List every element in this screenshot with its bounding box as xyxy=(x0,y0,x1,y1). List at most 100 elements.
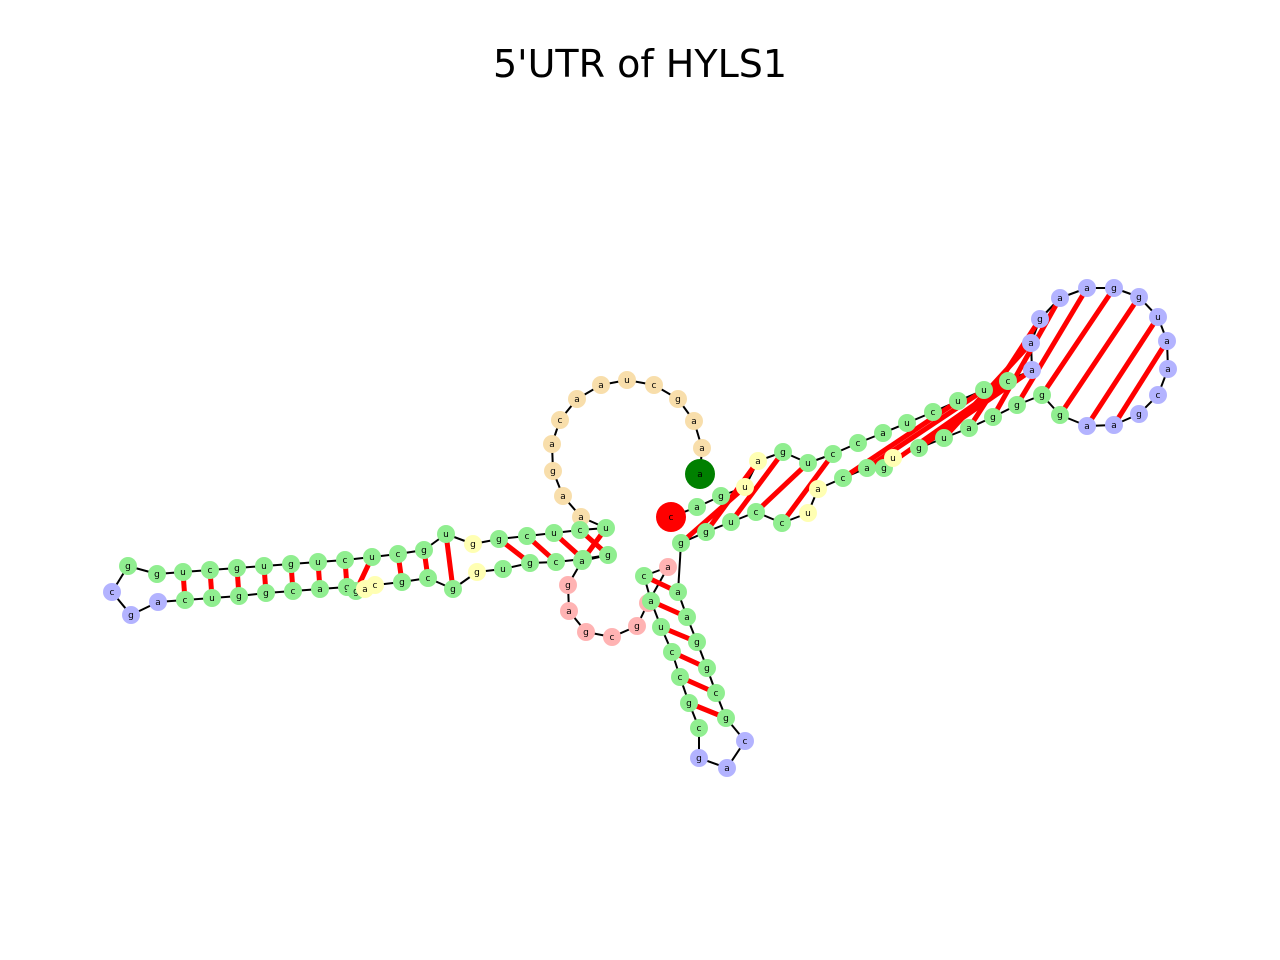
nucleotide-interior-loop xyxy=(809,480,827,498)
nucleotide-label: a xyxy=(1029,366,1035,376)
nucleotide-stem xyxy=(698,659,716,677)
nucleotide-stem xyxy=(201,561,219,579)
nucleotide-label: a xyxy=(966,424,972,434)
nucleotide-label: a xyxy=(697,470,703,480)
nucleotide-stem xyxy=(257,584,275,602)
nucleotide-label: c xyxy=(558,416,563,426)
nucleotide-stem xyxy=(518,527,536,545)
nucleotide-stem xyxy=(799,454,817,472)
nucleotide-label: c xyxy=(780,519,785,529)
nucleotide-stem xyxy=(389,545,407,563)
nucleotide-stem xyxy=(599,546,617,564)
nucleotide-stem xyxy=(671,668,689,686)
nucleotide-stem xyxy=(707,684,725,702)
nucleotide-stem xyxy=(975,381,993,399)
nucleotide-label: g xyxy=(550,467,556,477)
nucleotide-hairpin-loop xyxy=(1149,308,1167,326)
nucleotide-label: c xyxy=(652,381,657,391)
nucleotide-stem xyxy=(834,469,852,487)
nucleotide-label: a xyxy=(699,444,705,454)
base-pair-bond xyxy=(1111,339,1170,427)
nucleotide-hairpin-loop xyxy=(1051,289,1069,307)
nucleotide-label: a xyxy=(1057,294,1063,304)
nucleotide-label: a xyxy=(815,485,821,495)
nucleotide-label: u xyxy=(981,386,987,396)
nucleotide-stem xyxy=(924,403,942,421)
nucleotide-label: c xyxy=(678,673,683,683)
nucleotide-label: c xyxy=(554,558,559,568)
nucleotide-interior-loop xyxy=(464,535,482,553)
nucleotide-label: g xyxy=(694,638,700,648)
nucleotide-label: g xyxy=(421,546,427,556)
nucleotide-stem xyxy=(935,429,953,447)
nucleotide-label: g xyxy=(527,559,533,569)
nucleotide-label: g xyxy=(1111,284,1117,294)
nucleotide-label: g xyxy=(704,664,710,674)
nucleotide-three-prime-end xyxy=(656,502,686,532)
nucleotide-label: a xyxy=(1164,337,1170,347)
nucleotide-label: a xyxy=(694,503,700,513)
nucleotide-stem xyxy=(148,565,166,583)
nucleotide-hairpin-loop xyxy=(1149,386,1167,404)
nucleotide-label: g xyxy=(1039,391,1045,401)
nucleotide-stem xyxy=(444,580,462,598)
nucleotide-multiloop xyxy=(603,628,621,646)
nucleotide-stem xyxy=(415,541,433,559)
nucleotide-label: a xyxy=(549,440,555,450)
nucleotide-label: u xyxy=(805,459,811,469)
nucleotide-label: g xyxy=(1014,401,1020,411)
nucleotide-stem xyxy=(949,392,967,410)
nucleotide-label: g xyxy=(470,540,476,550)
nucleotide-label: a xyxy=(1084,422,1090,432)
nucleotide-exterior xyxy=(669,390,687,408)
nucleotide-label: c xyxy=(841,474,846,484)
nucleotide-hairpin-loop xyxy=(1031,310,1049,328)
nucleotide-hairpin-loop xyxy=(1158,332,1176,350)
nucleotide-stem xyxy=(203,589,221,607)
nucleotide-label: a xyxy=(560,492,566,502)
nucleotide-label: g xyxy=(780,448,786,458)
nucleotide-label: u xyxy=(941,434,947,444)
nucleotide-label: u xyxy=(551,529,557,539)
nucleotide-label: u xyxy=(805,509,811,519)
nucleotide-hairpin-loop xyxy=(149,593,167,611)
nucleotide-stem xyxy=(999,372,1017,390)
nucleotide-label: u xyxy=(955,397,961,407)
nucleotide-stem xyxy=(521,554,539,572)
nucleotide-stem xyxy=(363,548,381,566)
nucleotide-label: u xyxy=(658,623,664,633)
nucleotide-label: g xyxy=(474,568,480,578)
nucleotide-label: g xyxy=(399,578,405,588)
diagram-title: 5'UTR of HYLS1 xyxy=(492,42,788,86)
nucleotide-stem xyxy=(174,563,192,581)
nucleotide-label: g xyxy=(128,611,134,621)
nucleotide-label: g xyxy=(675,395,681,405)
nucleotide-label: a xyxy=(317,585,323,595)
nucleotide-label: u xyxy=(890,454,896,464)
nucleotide-exterior xyxy=(568,390,586,408)
nucleotide-label: g xyxy=(236,592,242,602)
nucleotide-label: u xyxy=(624,376,630,386)
nucleotide-label: g xyxy=(125,562,131,572)
nucleotide-stem xyxy=(573,552,591,570)
nucleotide-exterior xyxy=(618,371,636,389)
nucleotide-label: g xyxy=(1057,411,1063,421)
nucleotide-exterior xyxy=(543,435,561,453)
base-pair-bond xyxy=(754,461,810,514)
nucleotide-label: u xyxy=(1155,313,1161,323)
nucleotide-stem xyxy=(688,498,706,516)
nucleotide-label: g xyxy=(686,699,692,709)
nucleotide-label: c xyxy=(669,513,674,523)
nucleotide-stem xyxy=(717,709,735,727)
nucleotide-label: g xyxy=(1136,293,1142,303)
nucleotide-label: c xyxy=(110,588,115,598)
nucleotide-label: a xyxy=(566,607,572,617)
nucleotide-label: a xyxy=(1028,339,1034,349)
nucleotide-hairpin-loop xyxy=(1130,405,1148,423)
nucleotide-label: g xyxy=(990,413,996,423)
nucleotide-exterior xyxy=(554,487,572,505)
nucleotide-label: c xyxy=(931,408,936,418)
nucleotide-label: g xyxy=(154,570,160,580)
nucleotide-label: a xyxy=(684,613,690,623)
